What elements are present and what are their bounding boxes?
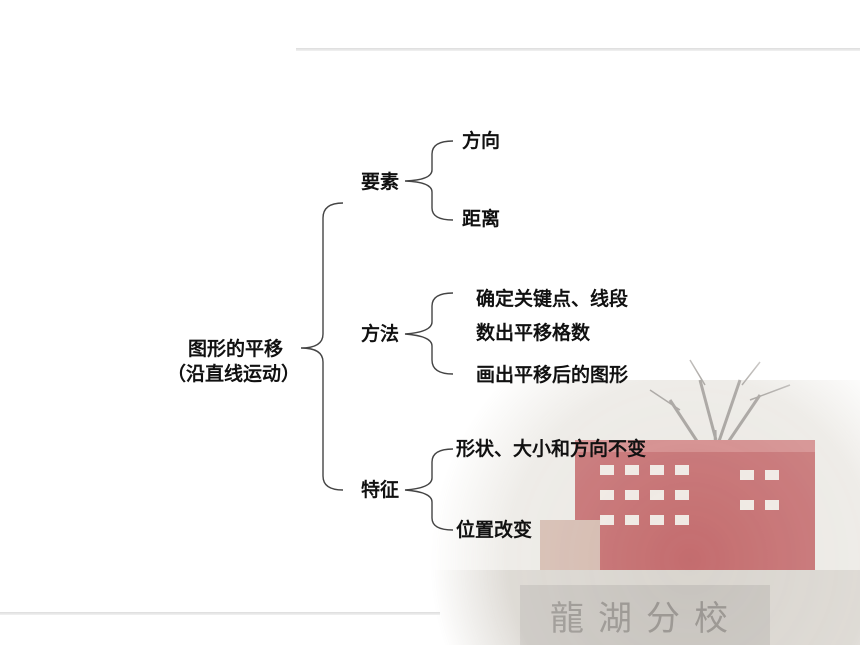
leaf-key-points: 确定关键点、线段 <box>476 288 629 310</box>
root-bracket <box>300 202 344 491</box>
leaf-shape-unchanged: 形状、大小和方向不变 <box>456 438 647 460</box>
top-divider <box>296 48 860 51</box>
bracket-fangfa <box>404 292 454 375</box>
leaf-count-squares: 数出平移格数 <box>476 322 591 344</box>
branch-fangfa: 方法 <box>361 323 400 345</box>
bottom-divider <box>0 612 440 615</box>
bracket-tezheng <box>404 448 454 531</box>
branch-yaosu: 要素 <box>361 171 400 193</box>
leaf-position-changed: 位置改变 <box>456 519 533 541</box>
leaf-distance: 距离 <box>462 208 501 230</box>
leaf-draw-result: 画出平移后的图形 <box>476 364 629 386</box>
watermark-text: 龍湖分校 <box>550 599 742 639</box>
leaf-direction: 方向 <box>462 130 501 152</box>
branch-tezheng: 特征 <box>361 479 400 501</box>
bracket-yaosu <box>404 140 454 221</box>
root-title: 图形的平移 <box>188 338 284 360</box>
root-subtitle: （沿直线运动） <box>167 363 301 385</box>
